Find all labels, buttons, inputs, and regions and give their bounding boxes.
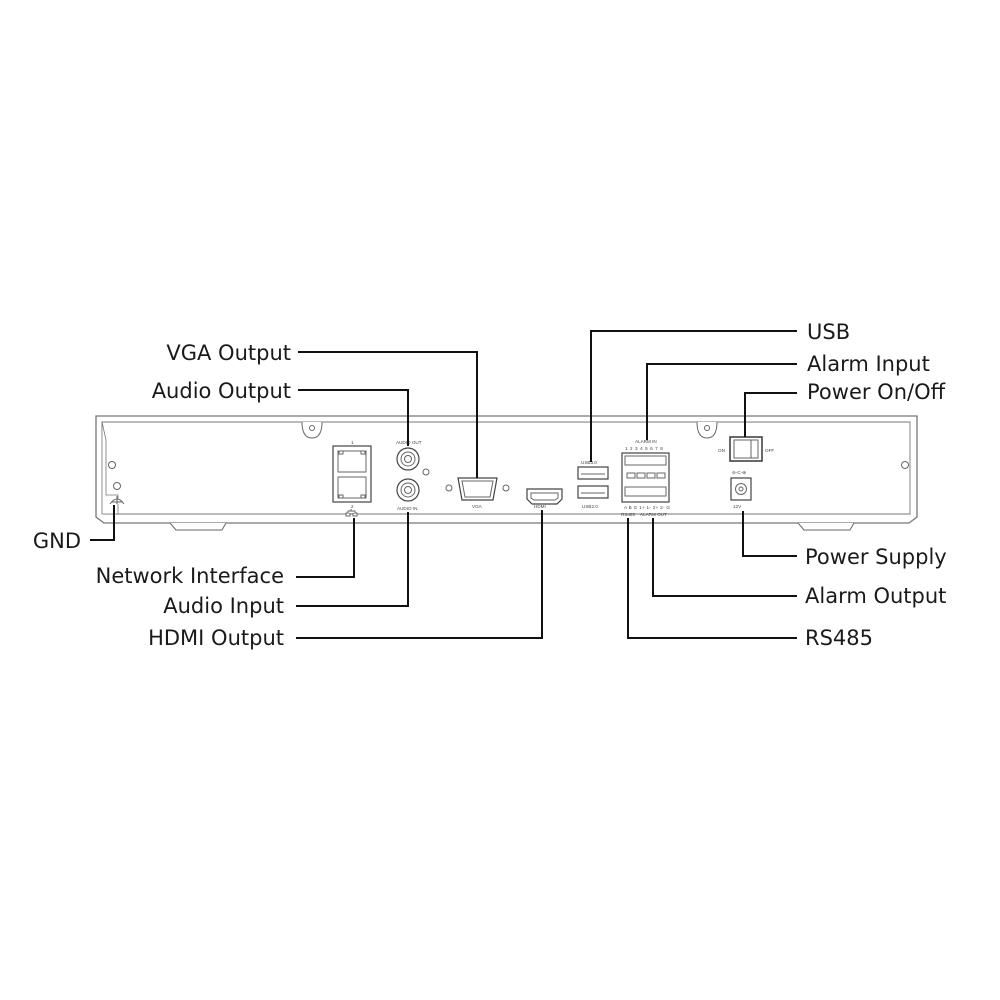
- alarm-terminal-block: ALARM IN 1 2 3 4 5 6 7 8 A B G 1+ 1- 2+ …: [621, 439, 670, 517]
- leader-hdmi-output: [296, 510, 543, 639]
- label-hdmi-output: HDMI Output: [148, 626, 284, 650]
- label-audio-input: Audio Input: [163, 594, 284, 618]
- leader-vga-output: [298, 351, 478, 478]
- rs485-marking: RS485: [621, 512, 635, 517]
- usb-ports: USB3.0 USB2.0: [577, 460, 609, 509]
- usb3-marking: USB3.0: [581, 460, 597, 465]
- power-switch: ON OFF: [718, 436, 774, 462]
- dc-voltage-marking: 12V: [733, 504, 742, 509]
- leader-network-interface: [296, 518, 355, 578]
- power-supply-jack: ⊖-C-⊕ 12V: [730, 470, 752, 509]
- leader-alarm-output: [652, 518, 797, 597]
- label-gnd: GND: [33, 529, 81, 553]
- label-power-supply: Power Supply: [805, 545, 947, 569]
- alarm-in-numbers: 1 2 3 4 5 6 7 8: [625, 446, 663, 451]
- alarm-out-marking: ALARM OUT: [640, 512, 667, 517]
- vga-port: VGA: [445, 477, 510, 509]
- leader-audio-input: [296, 512, 409, 607]
- lan-port-2-label: 2: [351, 504, 354, 509]
- label-power-on-off: Power On/Off: [807, 380, 946, 404]
- label-audio-output: Audio Output: [152, 379, 291, 403]
- leader-audio-output: [298, 389, 409, 446]
- leader-lines: [90, 330, 797, 639]
- leader-alarm-input: [646, 363, 797, 440]
- lan-port-1-label: 1: [351, 440, 354, 445]
- label-rs485: RS485: [805, 626, 873, 650]
- label-vga-output: VGA Output: [166, 341, 291, 365]
- network-interface-ports: 1 2: [332, 440, 372, 517]
- leader-gnd: [90, 505, 115, 541]
- alarm-in-marking: ALARM IN: [635, 439, 657, 444]
- leader-power-on-off: [744, 392, 797, 437]
- dc-polarity-marking: ⊖-C-⊕: [732, 470, 746, 475]
- callout-labels: VGA Output Audio Output GND Network Inte…: [33, 320, 947, 650]
- network-symbol-icon: [345, 509, 358, 517]
- hdmi-marking: HDMI: [534, 504, 546, 509]
- label-alarm-input: Alarm Input: [807, 352, 930, 376]
- audio-in-marking: AUDIO IN: [397, 506, 417, 511]
- switch-on-marking: ON: [718, 448, 725, 453]
- switch-off-marking: OFF: [765, 448, 774, 453]
- ground-symbol-icon: [109, 496, 125, 505]
- leader-rs485: [627, 518, 797, 639]
- terminal-pin-labels: A B G 1+ 1- 2+ 2- G: [624, 505, 670, 510]
- gnd-terminal: [109, 482, 125, 505]
- label-network-interface: Network Interface: [96, 564, 284, 588]
- label-alarm-output: Alarm Output: [805, 584, 946, 608]
- hdmi-port: HDMI: [526, 488, 563, 509]
- usb2-marking: USB2.0: [582, 504, 598, 509]
- label-usb: USB: [807, 320, 850, 344]
- nvr-chassis: [95, 415, 918, 531]
- leader-power-supply: [742, 511, 797, 557]
- vga-marking: VGA: [472, 504, 483, 509]
- audio-connectors: AUDIO OUT AUDIO IN: [396, 440, 430, 511]
- leader-usb: [590, 330, 797, 462]
